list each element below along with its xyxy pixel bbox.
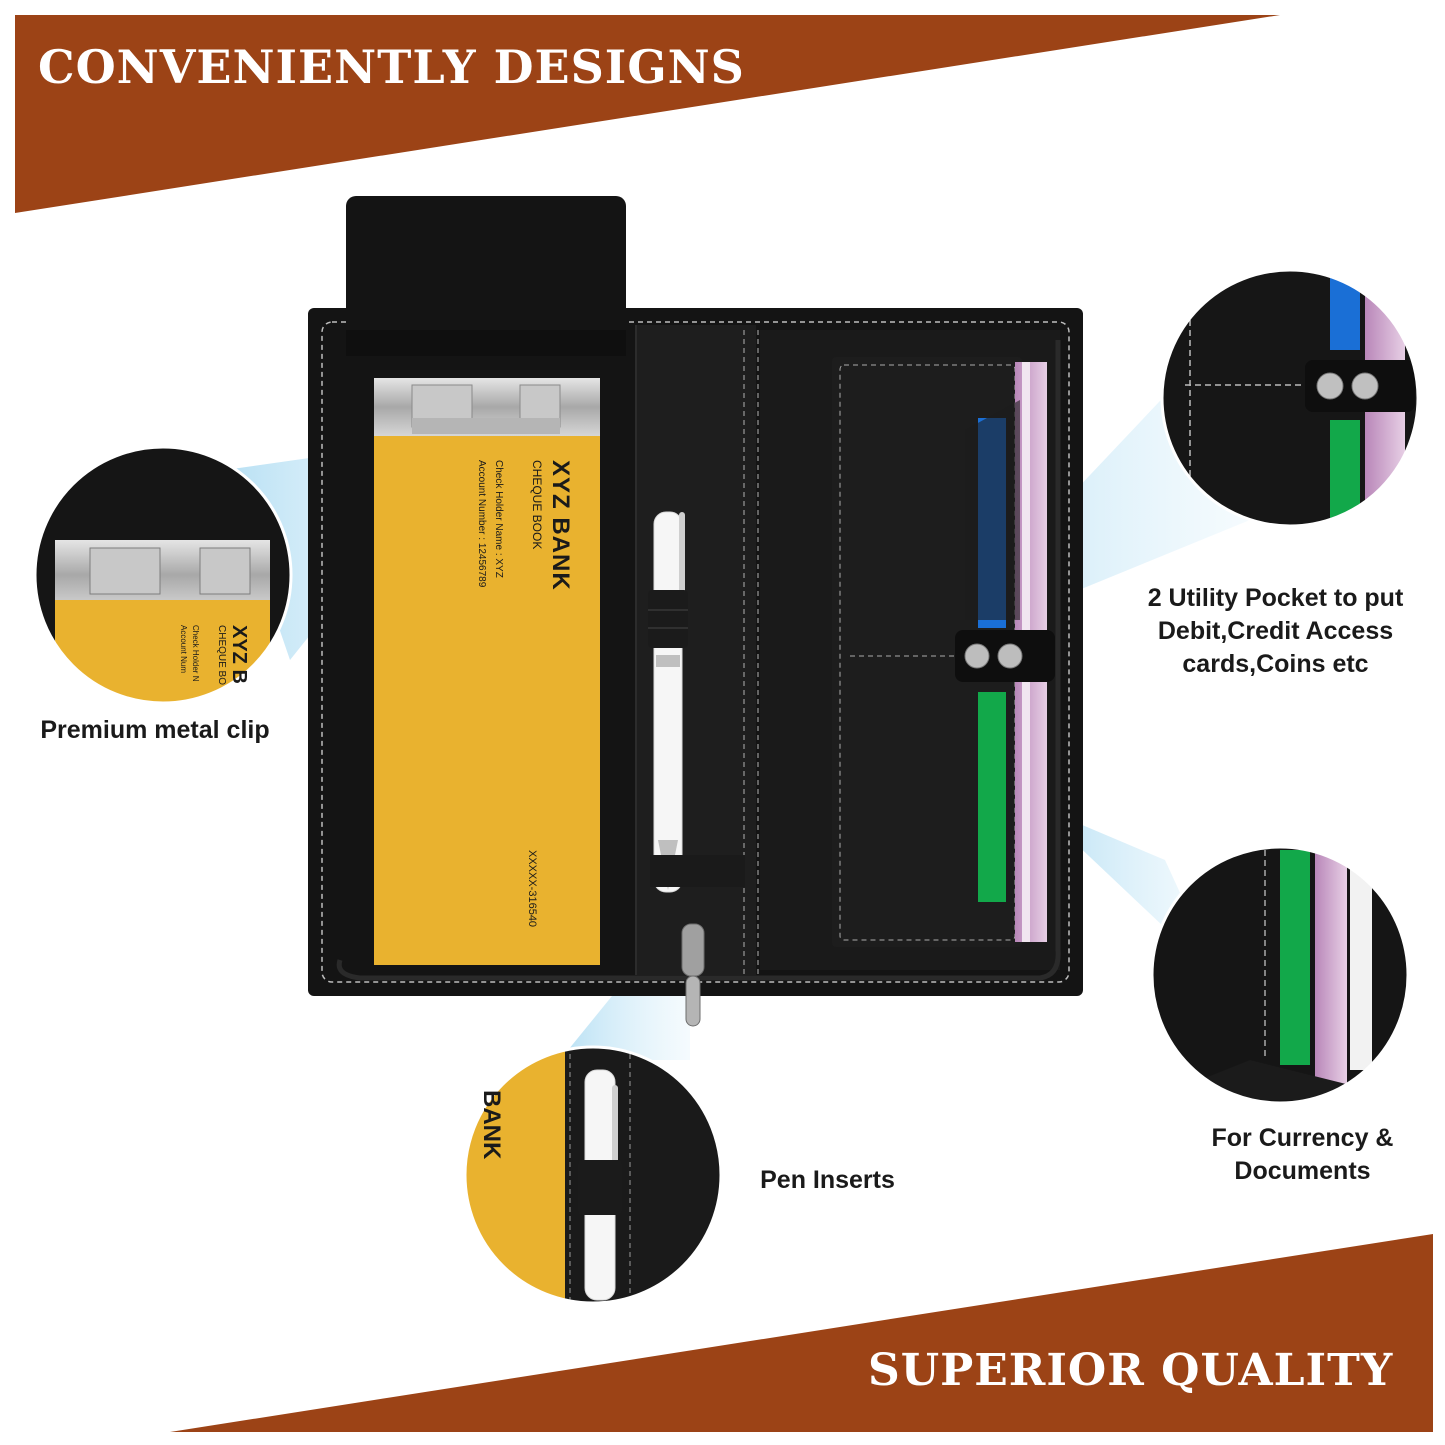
zoom-pen-bank: BANK [478, 1090, 505, 1160]
zoom-currency [1152, 847, 1408, 1103]
cheque-book [374, 378, 600, 965]
cheque-bank-name: XYZ BANK [547, 460, 574, 591]
cheque-holder: Check Holder Name : XYZ [493, 460, 504, 578]
label-utility-pocket-line2: Debit,Credit Access [1157, 617, 1394, 645]
top-flap [346, 196, 626, 356]
label-utility-pocket-line1: 2 Utility Pocket to put [1147, 584, 1404, 612]
label-currency: For Currency & Documents [1190, 1122, 1415, 1188]
label-currency-line1: For Currency & [1211, 1124, 1394, 1152]
label-pen-inserts: Pen Inserts [760, 1166, 895, 1194]
pocket-area [832, 357, 1055, 947]
label-premium-clip: Premium metal clip [40, 716, 270, 744]
label-currency-line2: Documents [1234, 1157, 1371, 1185]
cheque-account: Account Number : 12456789 [476, 460, 487, 588]
bottom-banner-title: SUPERIOR QUALITY [868, 1345, 1394, 1396]
zipper-pull [681, 923, 705, 1027]
label-utility-pocket-line3: cards,Coins etc [1182, 650, 1369, 678]
top-banner-title: CONVENIENTLY DESIGNS [38, 40, 745, 94]
label-utility-pocket: 2 Utility Pocket to put Debit,Credit Acc… [1128, 582, 1423, 681]
pen [648, 511, 745, 893]
cheque-serial: XXXXX-316540 [526, 850, 538, 928]
cheque-text: XYZ BANK CHEQUE BOOK Check Holder Name :… [384, 460, 574, 940]
